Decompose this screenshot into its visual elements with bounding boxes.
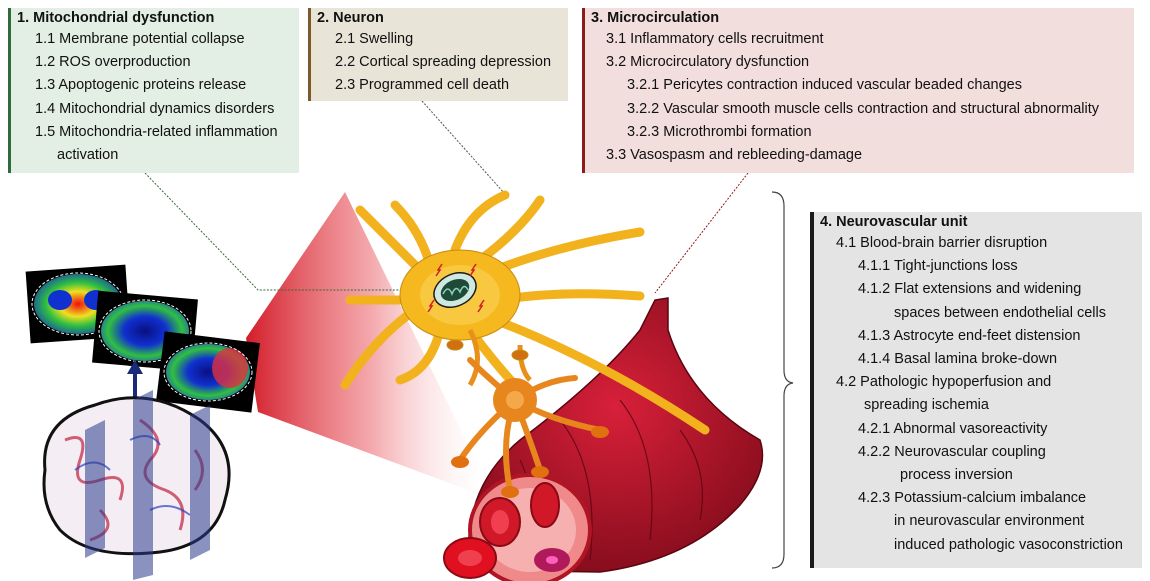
list-item: 1.5 Mitochondria-related inflammation (11, 121, 299, 144)
list-subitem: 4.1.1 Tight-junctions loss (814, 255, 1142, 278)
list-subitem: 3.2.2 Vascular smooth muscle cells contr… (585, 98, 1134, 121)
list-subitem: 4.1.2 Flat extensions and widening (814, 278, 1142, 301)
list-subitem: 4.2.3 Potassium-calcium imbalance (814, 487, 1142, 510)
neurovascular-unit-panel: 4. Neurovascular unit 4.1 Blood-brain ba… (810, 212, 1142, 568)
list-item: 4.1 Blood-brain barrier disruption (814, 232, 1142, 255)
list-item: 2.2 Cortical spreading depression (311, 51, 568, 74)
brain-illustration (44, 390, 229, 580)
list-item: 2.1 Swelling (311, 28, 568, 51)
list-subitem: 4.2.2 Neurovascular coupling (814, 441, 1142, 464)
list-item: 2.3 Programmed cell death (311, 74, 568, 97)
list-item: 3.3 Vasospasm and rebleeding-damage (585, 144, 1134, 167)
list-item: 1.1 Membrane potential collapse (11, 28, 299, 51)
list-subitem-continuation: in neurovascular environment (814, 510, 1142, 533)
microcirculation-panel: 3. Microcirculation 3.1 Inflammatory cel… (582, 8, 1134, 173)
list-subitem: 3.2.3 Microthrombi formation (585, 121, 1134, 144)
connector-microcirculation (655, 173, 748, 293)
panel-title: 1. Mitochondrial dysfunction (11, 8, 299, 28)
mitochondrial-dysfunction-panel: 1. Mitochondrial dysfunction 1.1 Membran… (8, 8, 299, 173)
list-subitem-continuation: induced pathologic vasoconstriction (814, 534, 1142, 557)
list-subitem: 4.2.1 Abnormal vasoreactivity (814, 418, 1142, 441)
blood-vessel (444, 298, 763, 581)
list-item-continuation: spreading ischemia (814, 394, 1142, 417)
list-subitem-continuation: process inversion (814, 464, 1142, 487)
list-item: 4.2 Pathologic hypoperfusion and (814, 371, 1142, 394)
connector-neuron (422, 101, 505, 194)
list-item: 1.4 Mitochondrial dynamics disorders (11, 98, 299, 121)
list-item: 3.2 Microcirculatory dysfunction (585, 51, 1134, 74)
list-item: 1.3 Apoptogenic proteins release (11, 74, 299, 97)
list-subitem: 4.1.3 Astrocyte end-feet distension (814, 325, 1142, 348)
panel-title: 3. Microcirculation (585, 8, 1134, 28)
neuron-panel: 2. Neuron 2.1 Swelling 2.2 Cortical spre… (308, 8, 568, 101)
brain-scan-slice-3 (156, 331, 260, 412)
list-subitem: 4.1.4 Basal lamina broke-down (814, 348, 1142, 371)
panel-title: 4. Neurovascular unit (814, 212, 1142, 232)
list-item-continuation: activation (11, 144, 299, 167)
list-subitem-continuation: spaces between endothelial cells (814, 302, 1142, 325)
list-item: 3.1 Inflammatory cells recruitment (585, 28, 1134, 51)
panel-title: 2. Neuron (311, 8, 568, 28)
list-item: 1.2 ROS overproduction (11, 51, 299, 74)
curly-brace (772, 192, 793, 568)
list-subitem: 3.2.1 Pericytes contraction induced vasc… (585, 74, 1134, 97)
